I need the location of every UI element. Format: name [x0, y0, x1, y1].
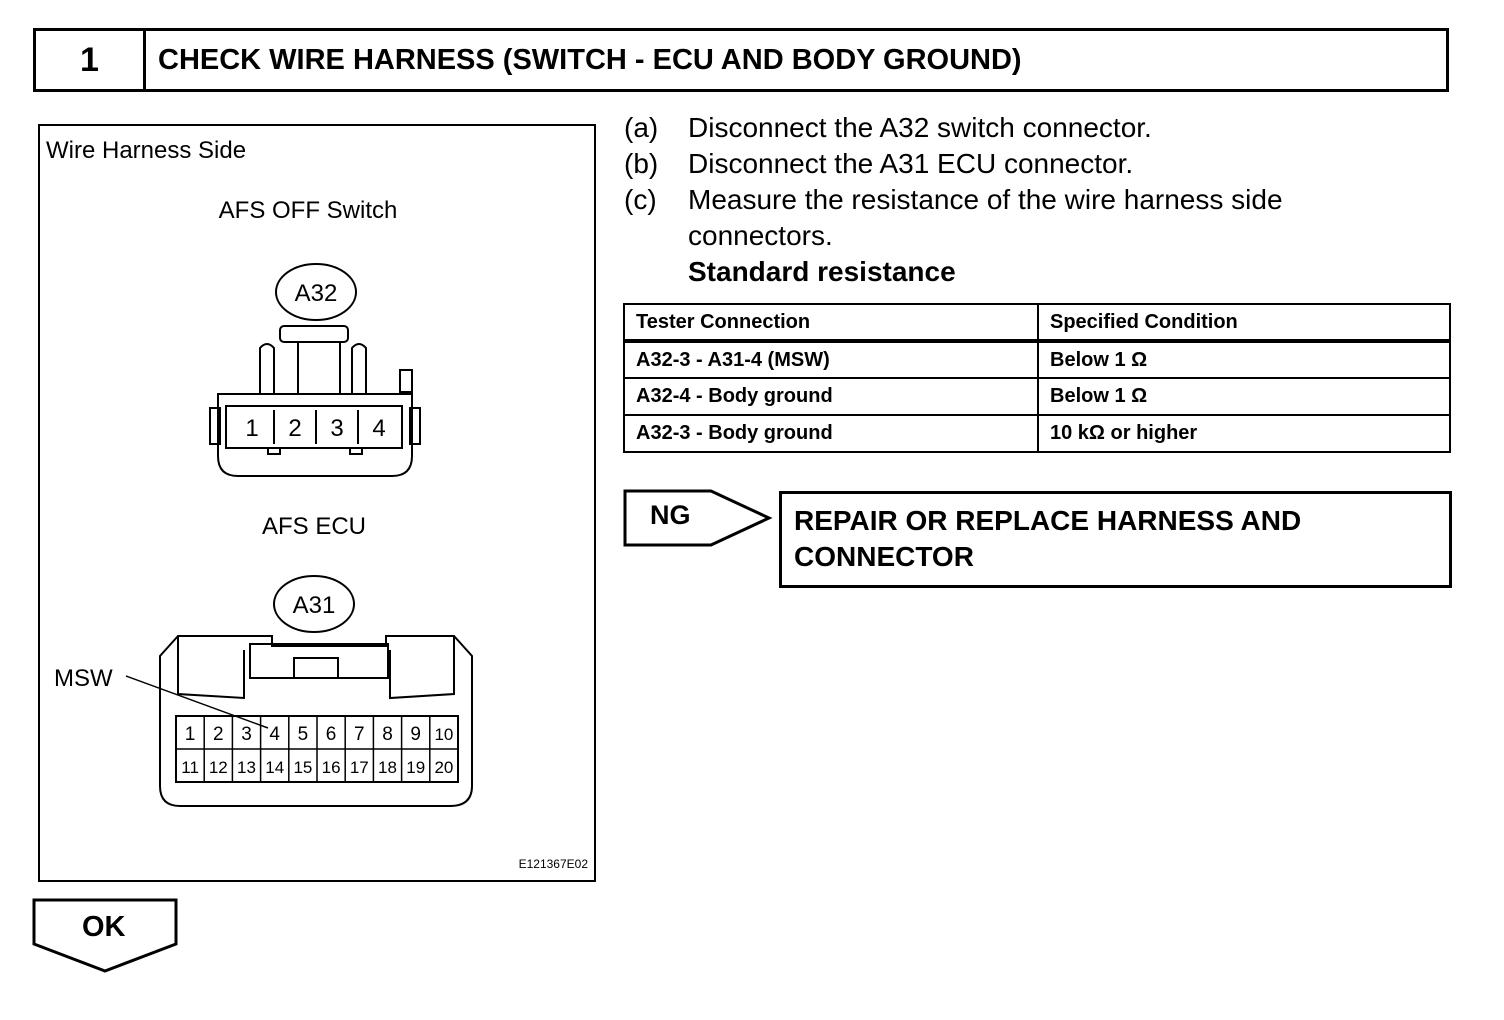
ok-arrow-icon: [32, 898, 178, 973]
switch-pin-1: 1: [245, 415, 258, 442]
step-number: 1: [36, 31, 146, 89]
ng-arrow-icon: [623, 489, 773, 547]
step-letter: (a): [624, 112, 659, 143]
ng-action-box: REPAIR OR REPLACE HARNESS AND CONNECTOR: [779, 491, 1452, 588]
switch-connector-oval: [275, 263, 357, 321]
table-row: A32-3 - Body ground 10 kΩ or higher: [623, 414, 1451, 453]
ecu-title: AFS ECU: [262, 513, 366, 540]
ecu-pin-10: 10: [434, 725, 453, 744]
connector-diagram: Wire Harness Side AFS OFF Switch A32 1 2…: [46, 137, 589, 871]
ecu-pin-8: 8: [382, 724, 393, 745]
ecu-pin-13: 13: [237, 758, 256, 777]
procedure-step: (a) Disconnect the A32 switch connector.: [624, 110, 1424, 146]
switch-pin-row: 1 2 3 4: [245, 410, 386, 444]
table-row: A32-4 - Body ground Below 1 Ω: [623, 377, 1451, 416]
ecu-connector-body: [159, 635, 473, 807]
ecu-pin-7: 7: [354, 724, 365, 745]
switch-connector-id: A32: [295, 280, 338, 307]
step-text: Measure the resistance of the wire harne…: [688, 184, 1283, 251]
ecu-pin-17: 17: [350, 758, 369, 777]
msw-label: MSW: [54, 665, 113, 692]
procedure-step: (b) Disconnect the A31 ECU connector.: [624, 146, 1424, 182]
switch-title: AFS OFF Switch: [219, 197, 398, 224]
connector-illustration: Wire Harness Side AFS OFF Switch A32 1 2…: [38, 124, 596, 882]
ok-label: OK: [82, 911, 126, 943]
specified-condition-cell: Below 1 Ω: [1037, 377, 1451, 416]
ecu-connector-id: A31: [293, 592, 336, 619]
step-text: Disconnect the A31 ECU connector.: [688, 148, 1134, 179]
tester-connection-cell: A32-3 - A31-4 (MSW): [623, 340, 1039, 379]
tester-connection-cell: A32-4 - Body ground: [623, 377, 1039, 416]
step-letter: (b): [624, 148, 659, 179]
step-title: CHECK WIRE HARNESS (SWITCH - ECU AND BOD…: [158, 43, 1022, 76]
step-text: Disconnect the A32 switch connector.: [688, 112, 1152, 143]
procedure-steps: (a) Disconnect the A32 switch connector.…: [624, 110, 1424, 290]
ecu-pin-16: 16: [322, 758, 341, 777]
ecu-pin-2: 2: [213, 724, 224, 745]
table-header-row: Tester Connection Specified Condition: [623, 303, 1451, 343]
figure-code: E121367E02: [519, 857, 589, 871]
ecu-pin-6: 6: [326, 724, 337, 745]
table-row: A32-3 - A31-4 (MSW) Below 1 Ω: [623, 340, 1451, 379]
ecu-pin-5: 5: [298, 724, 309, 745]
ecu-pin-14: 14: [265, 758, 284, 777]
ecu-pin-1: 1: [185, 724, 196, 745]
ecu-pin-11: 11: [181, 758, 199, 777]
ecu-pin-4: 4: [269, 724, 280, 745]
switch-connector-body: [209, 325, 421, 477]
specified-condition-cell: 10 kΩ or higher: [1037, 414, 1451, 453]
ecu-pin-12: 12: [209, 758, 228, 777]
switch-pin-4: 4: [372, 415, 385, 442]
procedure-step: (c) Measure the resistance of the wire h…: [624, 182, 1424, 254]
ng-label: NG: [650, 500, 691, 530]
msw-leader-line: [125, 675, 269, 729]
ecu-pin-20: 20: [434, 758, 453, 777]
ecu-pin-9: 9: [410, 724, 421, 745]
ecu-pin-19: 19: [406, 758, 425, 777]
column-header: Specified Condition: [1037, 303, 1451, 343]
specified-condition-cell: Below 1 Ω: [1037, 340, 1451, 379]
switch-pin-3: 3: [330, 415, 343, 442]
resistance-spec-table: Tester Connection Specified Condition A3…: [623, 303, 1451, 453]
step-letter: (c): [624, 184, 657, 215]
standard-resistance-label: Standard resistance: [688, 256, 956, 287]
step-header: 1 CHECK WIRE HARNESS (SWITCH - ECU AND B…: [33, 28, 1449, 92]
ecu-connector-oval: [273, 575, 355, 633]
ecu-pin-15: 15: [293, 758, 312, 777]
ecu-pin-18: 18: [378, 758, 397, 777]
switch-pin-2: 2: [288, 415, 301, 442]
ecu-pin-3: 3: [241, 724, 252, 745]
side-label: Wire Harness Side: [46, 137, 246, 164]
tester-connection-cell: A32-3 - Body ground: [623, 414, 1039, 453]
column-header: Tester Connection: [623, 303, 1039, 343]
